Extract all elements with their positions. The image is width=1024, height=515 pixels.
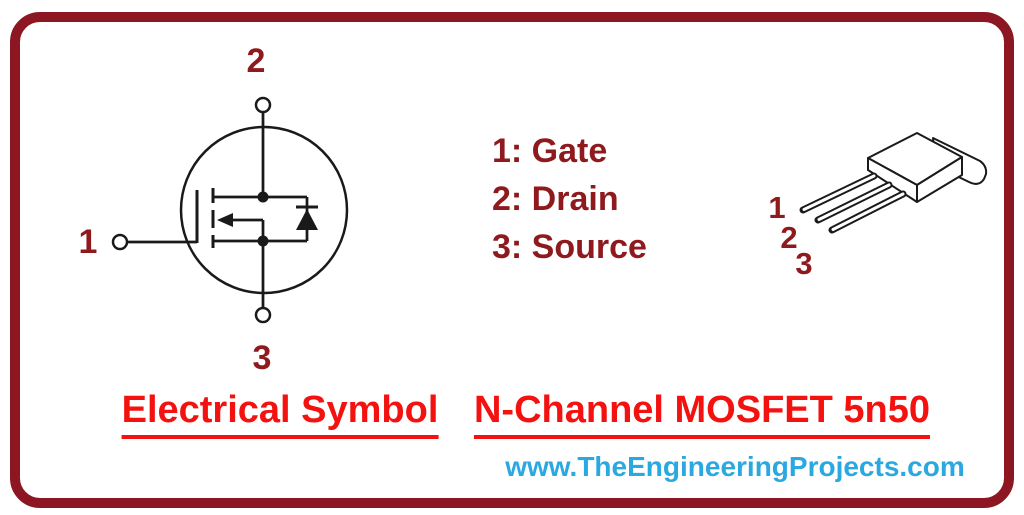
- drain-terminal-circle: [254, 96, 272, 114]
- caption-electrical-symbol: Electrical Symbol: [121, 389, 439, 439]
- pin-legend-item-source: 3: Source: [492, 228, 647, 266]
- mosfet-symbol-drawing: [111, 96, 349, 324]
- package-pin-label-2: 2: [780, 220, 798, 255]
- symbol-pin-label-gate: 1: [78, 223, 98, 261]
- caption-mosfet-name-text: N-Channel MOSFET 5n50: [473, 389, 931, 439]
- source-terminal-circle: [254, 306, 272, 324]
- pin-legend: 1: Gate 2: Drain 3: Source: [492, 127, 647, 271]
- body-diode-triangle: [296, 209, 318, 230]
- border-frame: [10, 12, 1014, 508]
- source-junction-dot: [257, 235, 269, 247]
- symbol-pin-label-source: 3: [252, 339, 272, 377]
- package-pin-label-1: 1: [768, 190, 786, 225]
- package-pin-label-3: 3: [795, 246, 813, 281]
- caption-mosfet-name: N-Channel MOSFET 5n50: [473, 389, 931, 439]
- symbol-pin-label-drain: 2: [246, 42, 266, 80]
- package-drawing: [799, 132, 988, 234]
- website-watermark: www.TheEngineeringProjects.com: [505, 451, 965, 482]
- package-leads: [799, 172, 907, 234]
- substrate-arrowhead: [217, 213, 233, 227]
- pin-legend-item-gate: 1: Gate: [492, 132, 608, 170]
- drain-junction-dot: [257, 191, 269, 203]
- gate-terminal-circle: [111, 233, 129, 251]
- caption-electrical-symbol-text: Electrical Symbol: [121, 389, 439, 439]
- package-right-face: [916, 156, 963, 203]
- pin-legend-item-drain: 2: Drain: [492, 180, 619, 218]
